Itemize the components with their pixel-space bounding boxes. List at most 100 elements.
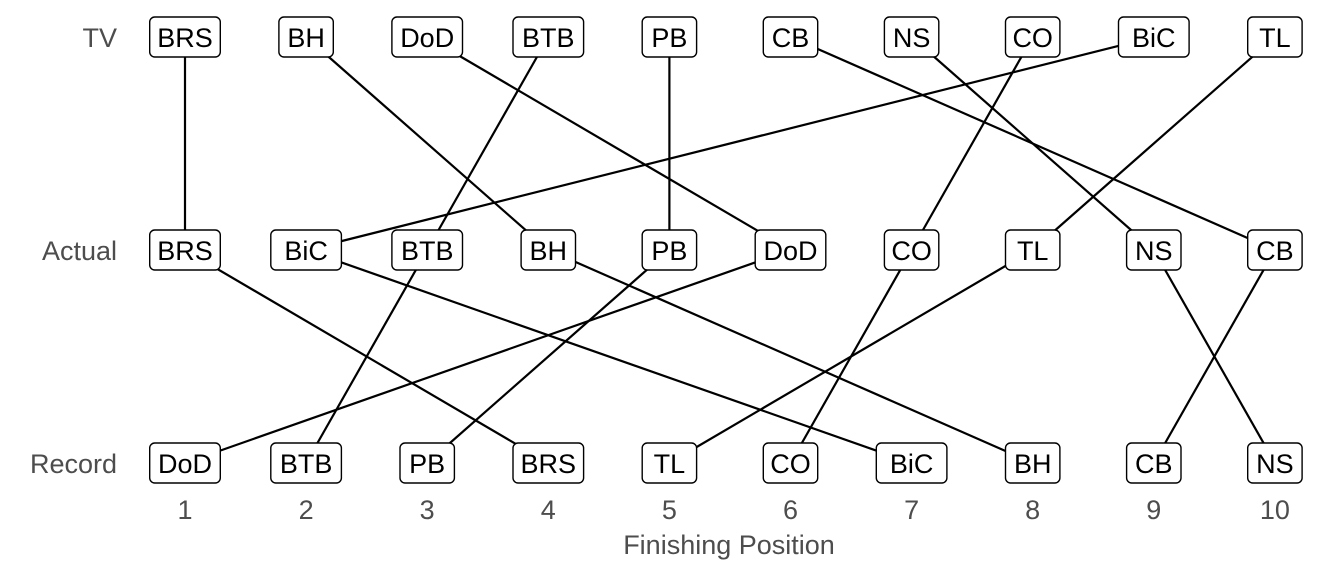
x-tick-label-6: 6 (783, 495, 798, 525)
item-label: PB (651, 23, 687, 53)
item-box-record-btb: BTB (270, 442, 343, 484)
item-label: BH (1014, 449, 1052, 479)
item-label: BTB (280, 449, 333, 479)
item-box-actual-brs: BRS (148, 229, 221, 271)
x-tick-label-8: 8 (1025, 495, 1040, 525)
item-box-record-bic: BiC (875, 442, 948, 484)
x-tick-label-1: 1 (177, 495, 192, 525)
item-label: TL (1259, 23, 1291, 53)
item-box-actual-btb: BTB (391, 229, 464, 271)
item-box-tv-bh: BH (278, 16, 334, 58)
item-box-frame (1246, 442, 1303, 484)
x-tick-label-4: 4 (541, 495, 556, 525)
item-box-frame (391, 229, 464, 271)
item-box-frame (278, 16, 334, 58)
item-box-actual-tl: TL (1004, 229, 1061, 271)
connector-cb-actual-to-record (1152, 249, 1276, 464)
connector-tl-tv-to-actual (1031, 36, 1276, 251)
item-label: BH (530, 236, 568, 266)
item-box-frame (641, 229, 698, 271)
item-label: BiC (284, 236, 328, 266)
connector-co-tv-to-actual (910, 36, 1034, 251)
item-label: BTB (401, 236, 454, 266)
row-label-record: Record (30, 449, 117, 479)
item-box-tv-dod: DoD (391, 16, 464, 58)
item-box-record-ns: NS (1246, 442, 1303, 484)
item-box-actual-dod: DoD (754, 229, 827, 271)
x-tick-label-9: 9 (1146, 495, 1161, 525)
item-box-frame (520, 229, 577, 271)
item-box-frame (1117, 16, 1190, 58)
item-boxes: BRS BH DoD BTB PB CB NS CO BiC TL BRS BiC BTB BH PB DoD… (148, 16, 1303, 484)
item-box-actual-bic: BiC (270, 229, 343, 271)
item-box-frame (883, 16, 940, 58)
item-box-record-dod: DoD (148, 442, 221, 484)
connector-lines (183, 35, 1276, 465)
item-label: TL (654, 449, 686, 479)
connector-dod-tv-to-actual (426, 36, 792, 251)
item-box-frame (512, 442, 585, 484)
item-label: PB (409, 449, 445, 479)
item-box-frame (762, 442, 819, 484)
item-box-tv-cb: CB (762, 16, 819, 58)
item-box-frame (641, 16, 698, 58)
item-label: BRS (521, 449, 577, 479)
item-box-frame (1125, 442, 1182, 484)
x-tick-label-7: 7 (904, 495, 919, 525)
item-box-tv-pb: PB (641, 16, 698, 58)
item-box-record-co: CO (762, 442, 819, 484)
item-box-frame (270, 229, 343, 271)
connector-bh-actual-to-record (547, 248, 1034, 465)
item-box-frame (1246, 229, 1303, 271)
item-box-frame (1004, 16, 1061, 58)
connector-bic-tv-to-actual (305, 35, 1155, 252)
item-box-frame (762, 16, 819, 58)
item-box-actual-ns: NS (1125, 229, 1182, 271)
connector-btb-actual-to-record (305, 249, 429, 464)
item-box-frame (148, 16, 221, 58)
item-label: BiC (1132, 23, 1176, 53)
item-box-frame (148, 229, 221, 271)
connector-tl-actual-to-record (668, 249, 1034, 464)
item-box-frame (270, 442, 343, 484)
item-label: CB (1256, 236, 1294, 266)
row-label-tv: TV (82, 23, 117, 53)
item-box-actual-bh: BH (520, 229, 577, 271)
item-label: CB (1135, 449, 1173, 479)
item-box-tv-bic: BiC (1117, 16, 1190, 58)
connector-dod-actual-to-record (184, 248, 791, 465)
item-label: NS (1135, 236, 1173, 266)
item-box-record-pb: PB (399, 442, 456, 484)
connector-bh-tv-to-actual (305, 36, 550, 251)
item-box-actual-cb: CB (1246, 229, 1303, 271)
item-label: BH (287, 23, 325, 53)
item-label: CB (772, 23, 810, 53)
x-tick-label-5: 5 (662, 495, 677, 525)
item-label: BRS (157, 236, 213, 266)
item-box-frame (883, 229, 940, 271)
item-label: DoD (763, 236, 817, 266)
item-box-frame (1004, 229, 1061, 271)
item-box-frame (641, 442, 698, 484)
item-label: NS (893, 23, 931, 53)
item-label: DoD (400, 23, 454, 53)
x-tick-label-10: 10 (1260, 495, 1290, 525)
item-box-actual-co: CO (883, 229, 940, 271)
item-box-frame (399, 442, 456, 484)
item-box-frame (1246, 16, 1303, 58)
item-box-frame (1004, 442, 1061, 484)
item-label: DoD (158, 449, 212, 479)
item-label: NS (1256, 449, 1294, 479)
item-box-record-cb: CB (1125, 442, 1182, 484)
item-box-record-bh: BH (1004, 442, 1061, 484)
item-label: PB (651, 236, 687, 266)
item-box-tv-brs: BRS (148, 16, 221, 58)
item-box-record-brs: BRS (512, 442, 585, 484)
item-box-frame (875, 442, 948, 484)
item-label: TL (1017, 236, 1049, 266)
x-axis-title: Finishing Position (623, 530, 835, 560)
item-box-tv-ns: NS (883, 16, 940, 58)
